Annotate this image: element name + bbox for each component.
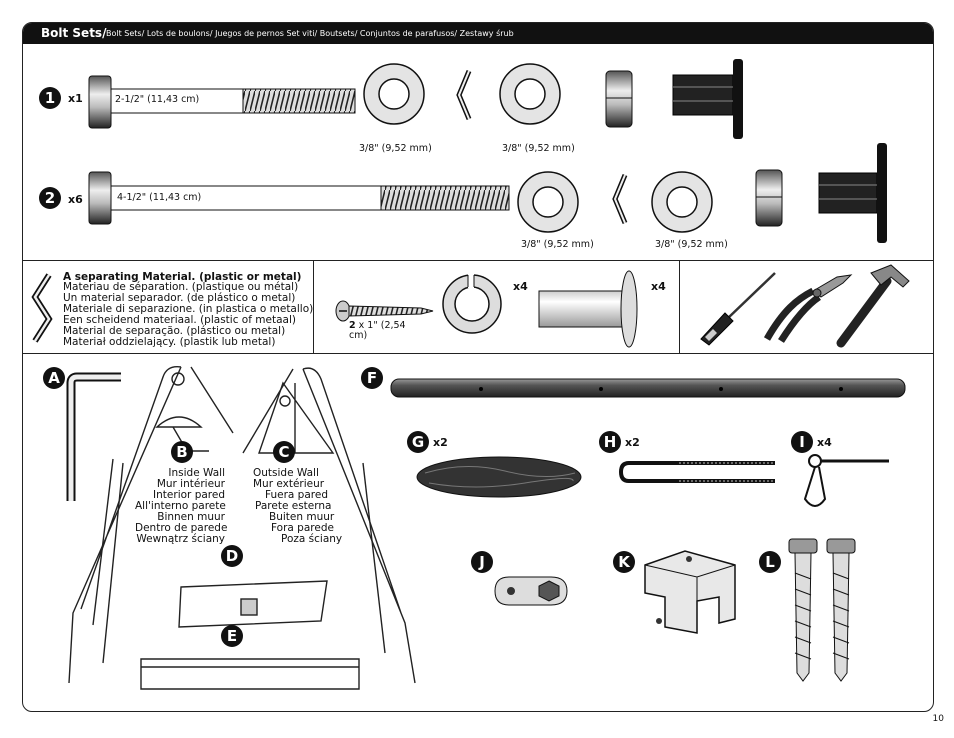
bolt-2-washer-a-size: 3/8" (9,52 mm) <box>521 239 594 250</box>
outside-wall-7: Poza ściany <box>281 533 343 545</box>
separating-line-3: Un material separador. (de plástico o me… <box>63 292 296 304</box>
part-e-badge: E <box>221 625 243 647</box>
part-h-badge: H <box>599 431 621 453</box>
bolt-2-washer-b-icon <box>651 171 713 233</box>
bolt-1-washer-b-size: 3/8" (9,52 mm) <box>502 143 575 154</box>
part-f-tube-icon <box>390 378 906 398</box>
bolt-2-separator-icon <box>612 174 628 224</box>
outside-wall-4: Parete esterna <box>255 500 332 512</box>
frame-assembly-icon <box>68 366 416 690</box>
part-j-badge: J <box>471 551 493 573</box>
part-k-badge: K <box>613 551 635 573</box>
bolt-2-nut-icon <box>755 169 783 227</box>
part-l-lag-bolts-icon <box>788 538 856 682</box>
inside-wall-4: All'interno parete <box>135 500 226 512</box>
part-a-hex-key-icon <box>66 372 121 501</box>
lock-washer-qty: x4 <box>513 280 528 293</box>
lock-washer-icon <box>442 273 502 334</box>
header-bar: Bolt Sets/ Bolt Sets/ Lots de boulons/ J… <box>23 23 933 44</box>
bolt-2-washer-a-icon <box>517 171 579 233</box>
outside-wall-5: Buiten muur <box>269 511 335 523</box>
part-g-rope-bundle-icon <box>416 456 582 498</box>
screwdriver-icon <box>700 272 776 346</box>
part-h-qty: x2 <box>625 436 640 449</box>
divider-v1 <box>313 260 314 353</box>
part-g-qty: x2 <box>433 436 448 449</box>
bolt-2-badge: 2 <box>39 187 61 209</box>
wood-screw-qty: 2 <box>349 320 356 331</box>
bolt-2-qty: x6 <box>68 193 83 206</box>
bolt-1-washer-a-size: 3/8" (9,52 mm) <box>359 143 432 154</box>
bolt-2-washer-b-size: 3/8" (9,52 mm) <box>655 239 728 250</box>
wood-screw-label: 2 x 1" (2,54 <box>349 320 406 331</box>
divider-bolts <box>23 260 933 261</box>
part-b-badge: B <box>171 441 193 463</box>
separating-line-1: A separating Material. (plastic or metal… <box>63 271 302 283</box>
inside-wall-3: Interior pared <box>153 489 225 501</box>
bolt-1-badge: 1 <box>39 87 61 109</box>
wood-screw-icon <box>335 300 434 322</box>
bolt-2-length: 4-1/2" (11,43 cm) <box>117 192 202 203</box>
bolt-1-washer-b-icon <box>499 63 561 125</box>
bolt-1-separator-icon <box>456 70 472 120</box>
spacer-sleeve-icon <box>538 270 638 348</box>
outside-wall-6: Fora parede <box>271 522 334 534</box>
wood-screw-size: x 1" (2,54 <box>358 320 406 331</box>
divider-v2 <box>679 260 680 353</box>
part-g-badge: G <box>407 431 429 453</box>
bolt-2-tee-nut-icon <box>818 143 887 243</box>
bolt-1-length: 2-1/2" (11,43 cm) <box>115 94 200 105</box>
part-a-badge: A <box>43 367 65 389</box>
separating-line-4: Materiale di separazione. (in plastica o… <box>63 303 314 315</box>
bolt-1-qty: x1 <box>68 92 83 105</box>
bolt-2-icon <box>88 171 510 225</box>
outside-wall-2: Mur extérieur <box>253 478 325 490</box>
inside-wall-2: Mur intérieur <box>156 478 225 490</box>
page-number: 10 <box>932 714 944 724</box>
outside-wall-1: Outside Wall <box>253 467 319 479</box>
spacer-sleeve-qty: x4 <box>651 280 666 293</box>
part-l-badge: L <box>759 551 781 573</box>
parts-sheet-frame: Bolt Sets/ Bolt Sets/ Lots de boulons/ J… <box>22 22 934 712</box>
part-f-badge: F <box>361 367 383 389</box>
part-c-badge: C <box>273 441 295 463</box>
header-subtitle: Bolt Sets/ Lots de boulons/ Juegos de pe… <box>106 29 514 38</box>
part-k-bracket-icon <box>644 550 736 634</box>
separating-line-2: Materiau de séparation. (plastique ou mé… <box>63 281 299 293</box>
outside-wall-3: Fuera pared <box>265 489 328 501</box>
inside-wall-1: Inside Wall <box>168 467 225 479</box>
inside-wall-6: Dentro de parede <box>135 522 228 534</box>
divider-hardware <box>23 353 933 354</box>
part-i-qty: x4 <box>817 436 832 449</box>
inside-wall-5: Binnen muur <box>157 511 225 523</box>
bolt-1-nut-icon <box>605 70 633 128</box>
part-i-badge: I <box>791 431 813 453</box>
part-h-u-bolt-icon <box>618 461 775 483</box>
wood-screw-unit: cm) <box>349 330 368 341</box>
separating-material-icon <box>31 273 53 343</box>
separating-line-5: Een scheidend materiaal. (plastic of met… <box>63 314 296 326</box>
separating-line-6: Material de separação. (plástico ou meta… <box>63 325 286 337</box>
bolt-1-tee-nut-icon <box>672 59 743 139</box>
bolt-1-washer-a-icon <box>363 63 425 125</box>
inside-wall-7: Wewnątrz ściany <box>136 533 225 545</box>
hammer-icon <box>836 264 910 348</box>
separating-line-7: Materiał oddzielający. (plastik lub meta… <box>63 336 276 348</box>
part-i-hook-icon <box>803 454 889 507</box>
pliers-icon <box>763 274 853 343</box>
part-d-badge: D <box>221 545 243 567</box>
part-j-wrench-icon <box>494 576 568 606</box>
header-title: Bolt Sets/ <box>41 26 107 40</box>
bolt-1-icon <box>88 75 356 129</box>
